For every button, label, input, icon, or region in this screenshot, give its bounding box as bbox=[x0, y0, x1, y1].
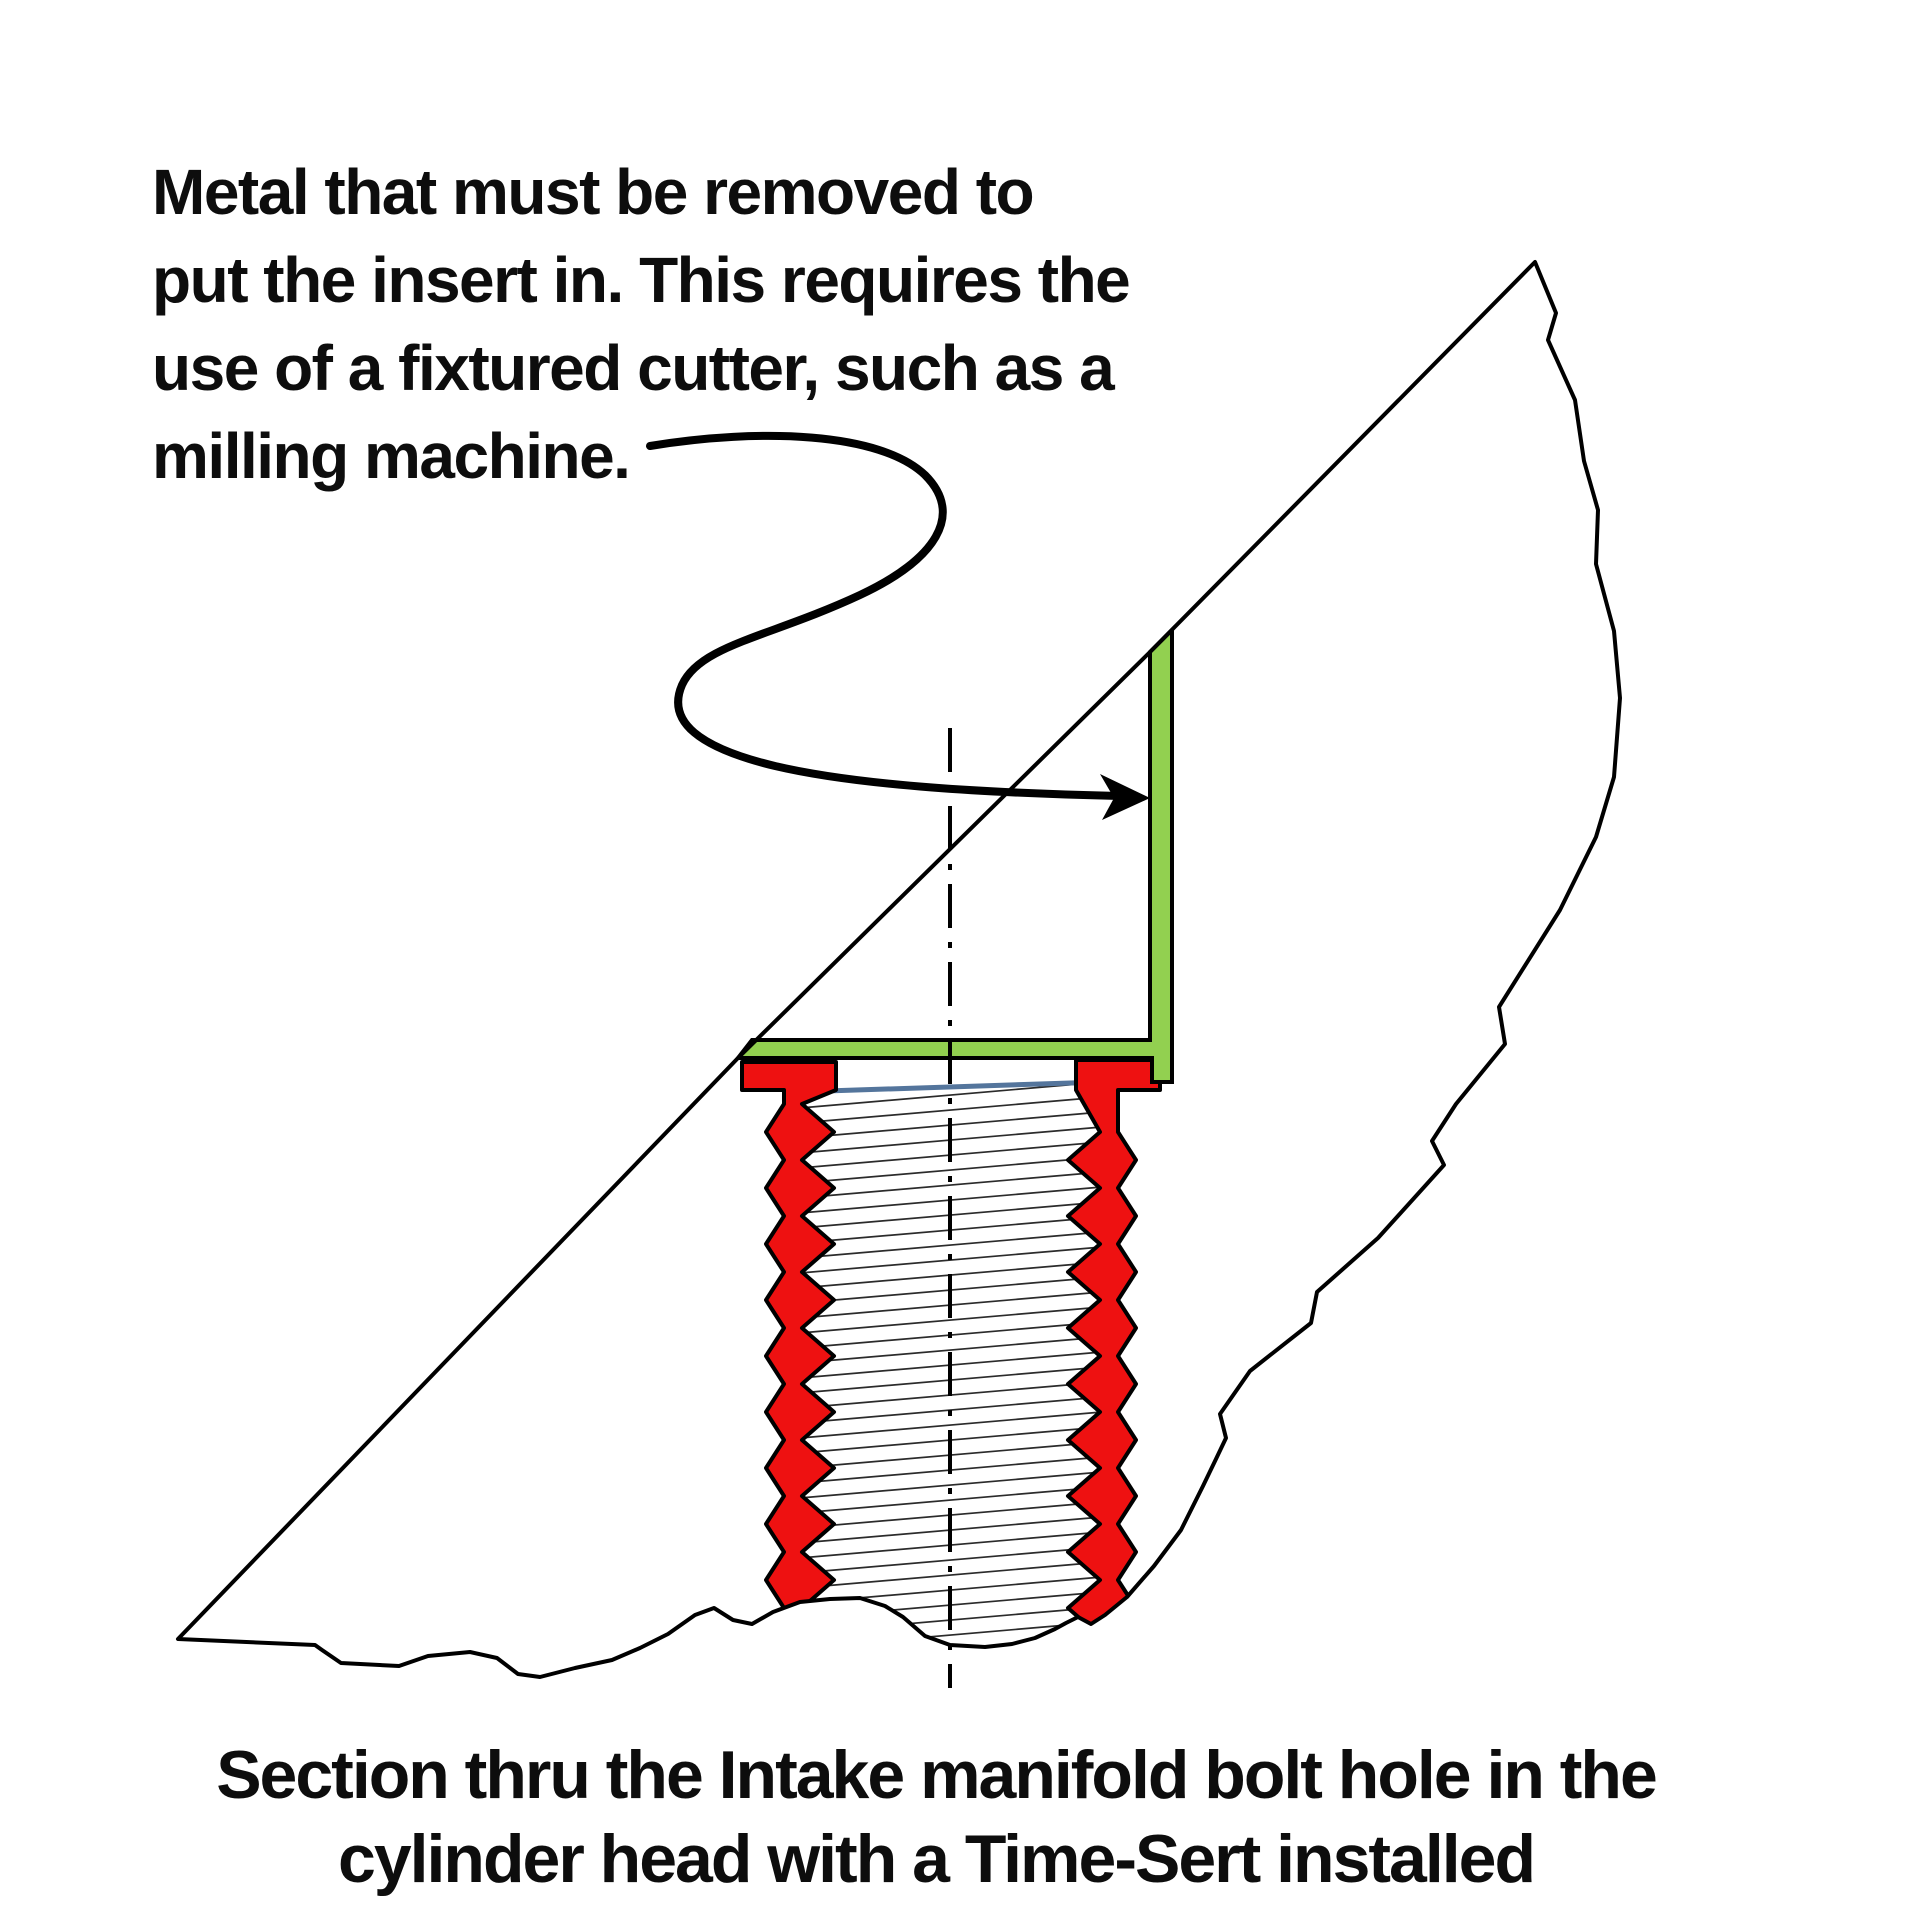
annotation-line: milling machine. bbox=[152, 420, 631, 492]
removed-metal-region bbox=[733, 625, 1174, 1084]
figure-caption: Section thru the Intake manifold bolt ho… bbox=[0, 1733, 1872, 1901]
annotation-line: Metal that must be removed to bbox=[152, 156, 1035, 228]
annotation-line: use of a fixtured cutter, such as a bbox=[152, 332, 1115, 404]
insert-thread-right bbox=[1066, 1058, 1162, 1647]
arrowhead-icon bbox=[1100, 774, 1150, 820]
insert-thread-left bbox=[740, 1060, 838, 1647]
annotation-line: put the insert in. This requires the bbox=[152, 244, 1131, 316]
annotation-text: Metal that must be removed to put the in… bbox=[152, 148, 1152, 500]
cylinder-head-break-outline bbox=[176, 260, 1622, 1679]
curved-leader-arrow-icon bbox=[646, 431, 1124, 800]
caption-line: Section thru the Intake manifold bolt ho… bbox=[216, 1737, 1658, 1813]
caption-line: cylinder head with a Time-Sert installed bbox=[338, 1821, 1536, 1897]
